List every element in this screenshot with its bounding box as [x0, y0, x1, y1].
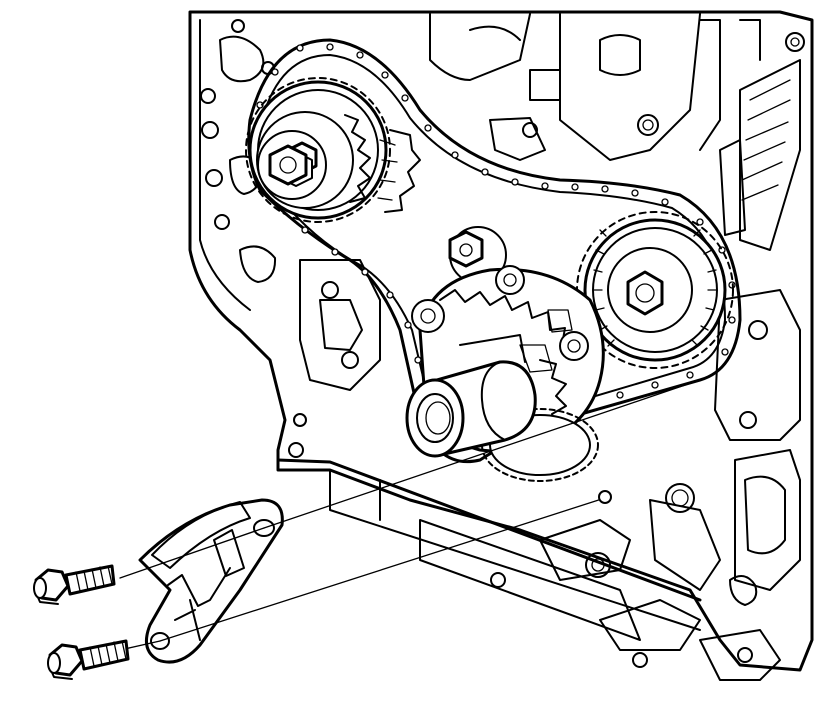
leader-lines [119, 379, 701, 651]
right-camshaft-sprocket [576, 211, 734, 369]
left-camshaft-sprocket [245, 77, 421, 223]
crankshaft-sprocket-assembly [405, 226, 605, 482]
timing-chain-guide [138, 498, 284, 664]
upper-guide-bolt [33, 564, 116, 605]
block-lower-bolt-hole [598, 490, 612, 504]
engine-front-housing [188, 10, 814, 681]
lower-guide-bolt [47, 639, 130, 680]
